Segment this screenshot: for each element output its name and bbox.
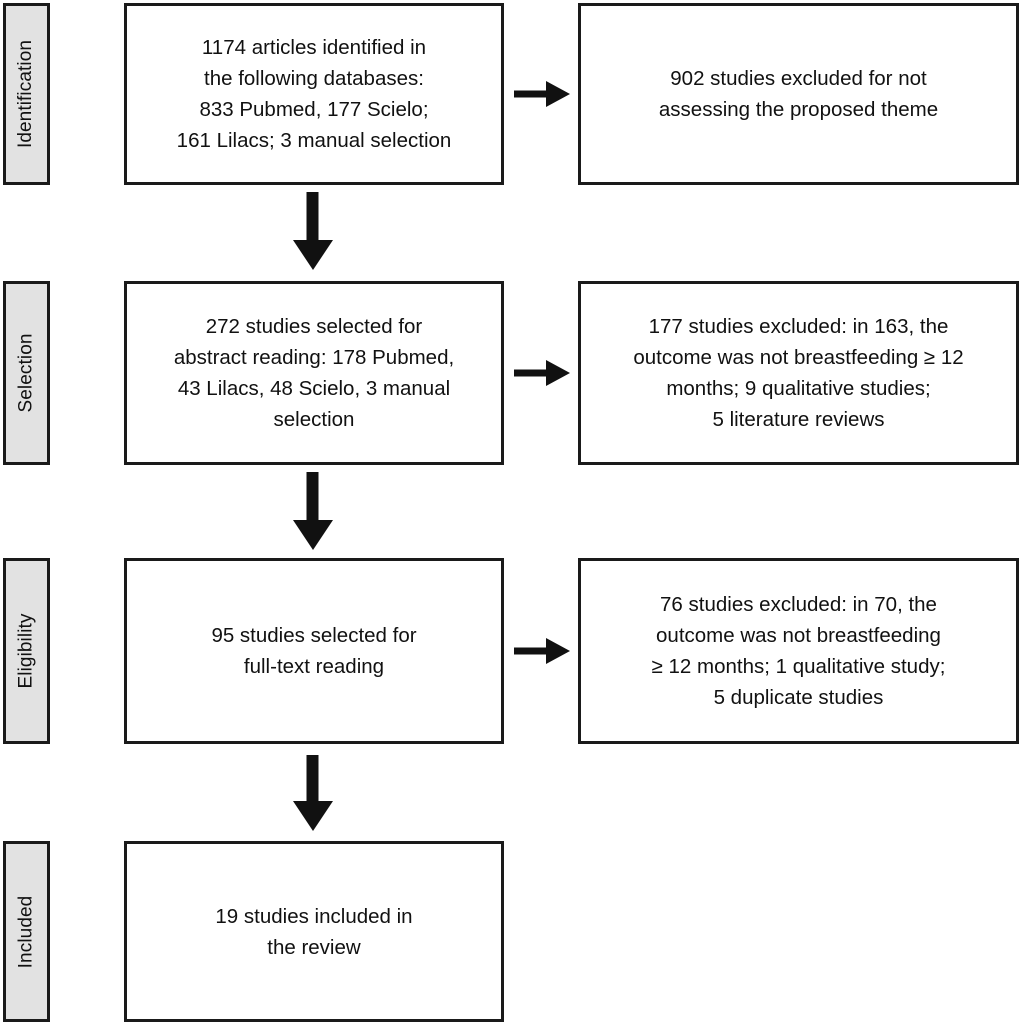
box-excluded-eligibility-text: 76 studies excluded: in 70, the outcome … [651,593,946,709]
box-excluded-selection-text: 177 studies excluded: in 163, the outcom… [633,315,964,431]
stage-tab-identification: Identification [3,3,50,185]
box-abstract-screening: 272 studies selected for abstract readin… [124,281,504,465]
arrow-right-icon-selection-excluded [512,353,572,393]
box-full-text-screening-text: 95 studies selected for full-text readin… [211,624,417,678]
arrow-right-icon-identification-excluded [512,74,572,114]
stage-label-identification: Identification [15,39,37,149]
stage-label-included: Included [15,895,37,968]
arrow-right-icon-eligibility-excluded [512,631,572,671]
stage-tab-included: Included [3,841,50,1022]
box-final-included: 19 studies included in the review [124,841,504,1022]
box-excluded-selection: 177 studies excluded: in 163, the outcom… [578,281,1019,465]
box-final-included-text: 19 studies included in the review [215,904,413,959]
box-full-text-screening: 95 studies selected for full-text readin… [124,558,504,744]
box-identified-records-text: 1174 articles identified in the followin… [176,36,452,152]
box-excluded-eligibility: 76 studies excluded: in 70, the outcome … [578,558,1019,744]
arrow-down-icon-eligibility-to-included [290,755,336,833]
arrow-down-icon-identification-to-selection [290,192,336,272]
arrow-down-icon-selection-to-eligibility [290,472,336,552]
box-excluded-identification-text: 902 studies excluded for not assessing t… [658,67,939,121]
stage-label-selection: Selection [15,333,37,413]
stage-tab-eligibility: Eligibility [3,558,50,744]
box-identified-records: 1174 articles identified in the followin… [124,3,504,185]
box-abstract-screening-text: 272 studies selected for abstract readin… [173,315,455,431]
stage-tab-selection: Selection [3,281,50,465]
stage-label-eligibility: Eligibility [15,613,37,689]
box-excluded-identification: 902 studies excluded for not assessing t… [578,3,1019,185]
